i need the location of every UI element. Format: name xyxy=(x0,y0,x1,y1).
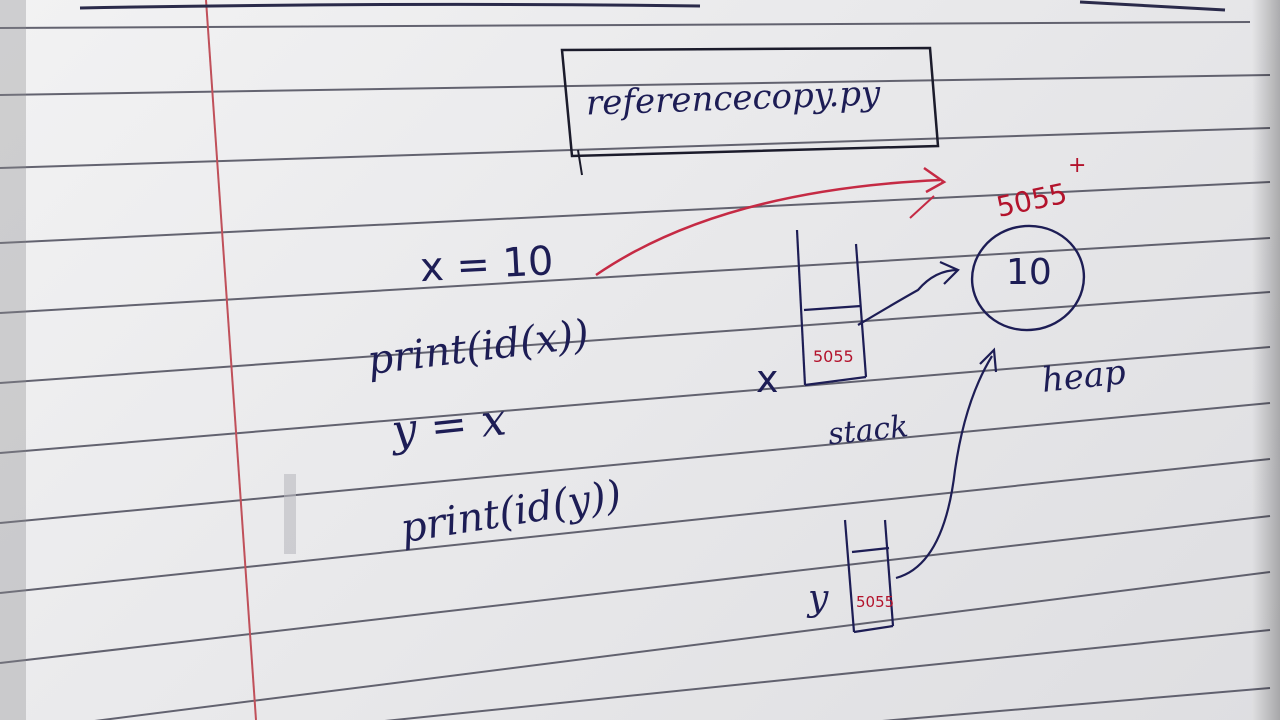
heap-object-circle xyxy=(970,224,1086,332)
ruled-line xyxy=(0,458,1271,594)
ruled-line xyxy=(0,237,1271,314)
ruled-line xyxy=(882,687,1271,720)
ruled-line xyxy=(0,402,1271,524)
title-box-tail xyxy=(577,149,583,176)
y-pointer-head xyxy=(979,347,998,373)
ruled-lines xyxy=(0,21,1271,720)
ruled-line xyxy=(0,346,1271,454)
stack-x xyxy=(795,229,868,387)
stack-y-bottom xyxy=(853,624,894,634)
x-pointer-arrow xyxy=(857,268,959,326)
code-line-1: x = 10 xyxy=(419,238,555,291)
stack-label: stack xyxy=(826,409,910,452)
heap-value: 10 xyxy=(1006,252,1052,293)
stack-x-left xyxy=(795,229,807,386)
heap-label: heap xyxy=(1040,352,1128,401)
var-x: x xyxy=(756,357,779,401)
ruled-line xyxy=(0,181,1271,244)
heap-address-star: + xyxy=(1068,153,1086,178)
title-text: referencecopy.py xyxy=(585,73,881,123)
red-arrow xyxy=(595,178,941,277)
title-box-outline xyxy=(560,46,940,158)
ruled-line xyxy=(94,571,1271,720)
margin-line xyxy=(205,0,257,720)
y-ref: 5055 xyxy=(856,593,894,611)
stack-x-divider xyxy=(803,304,862,312)
ruled-line xyxy=(384,629,1271,720)
ruled-line xyxy=(0,515,1271,664)
stack-x-right xyxy=(854,243,868,378)
y-pointer-arrow xyxy=(895,355,993,580)
page-edge-shadow xyxy=(1252,0,1280,720)
x-ref: 5055 xyxy=(813,347,854,366)
code-line-3: y = x xyxy=(387,394,508,457)
red-tick xyxy=(909,195,935,219)
stack-y xyxy=(843,519,895,634)
ruled-line xyxy=(0,127,1271,169)
ruled-line xyxy=(0,291,1271,384)
code-line-2: print(id(x)) xyxy=(365,311,592,384)
x-pointer-head xyxy=(939,260,960,285)
code-line-4: print(id(y)) xyxy=(397,472,624,552)
paper-smudge xyxy=(284,474,296,554)
stack-y-divider xyxy=(851,546,890,554)
stack-x-bottom xyxy=(804,375,867,387)
top-edge-line xyxy=(79,0,1226,12)
red-arrow-head xyxy=(923,166,947,194)
var-y: y xyxy=(806,578,829,619)
ruled-line xyxy=(0,21,1251,29)
stack-y-left xyxy=(843,519,856,633)
stack-y-right xyxy=(883,519,895,627)
heap-address: 5055 xyxy=(993,177,1070,224)
title-box: referencecopy.py xyxy=(560,46,940,176)
binding-shadow xyxy=(0,0,26,720)
